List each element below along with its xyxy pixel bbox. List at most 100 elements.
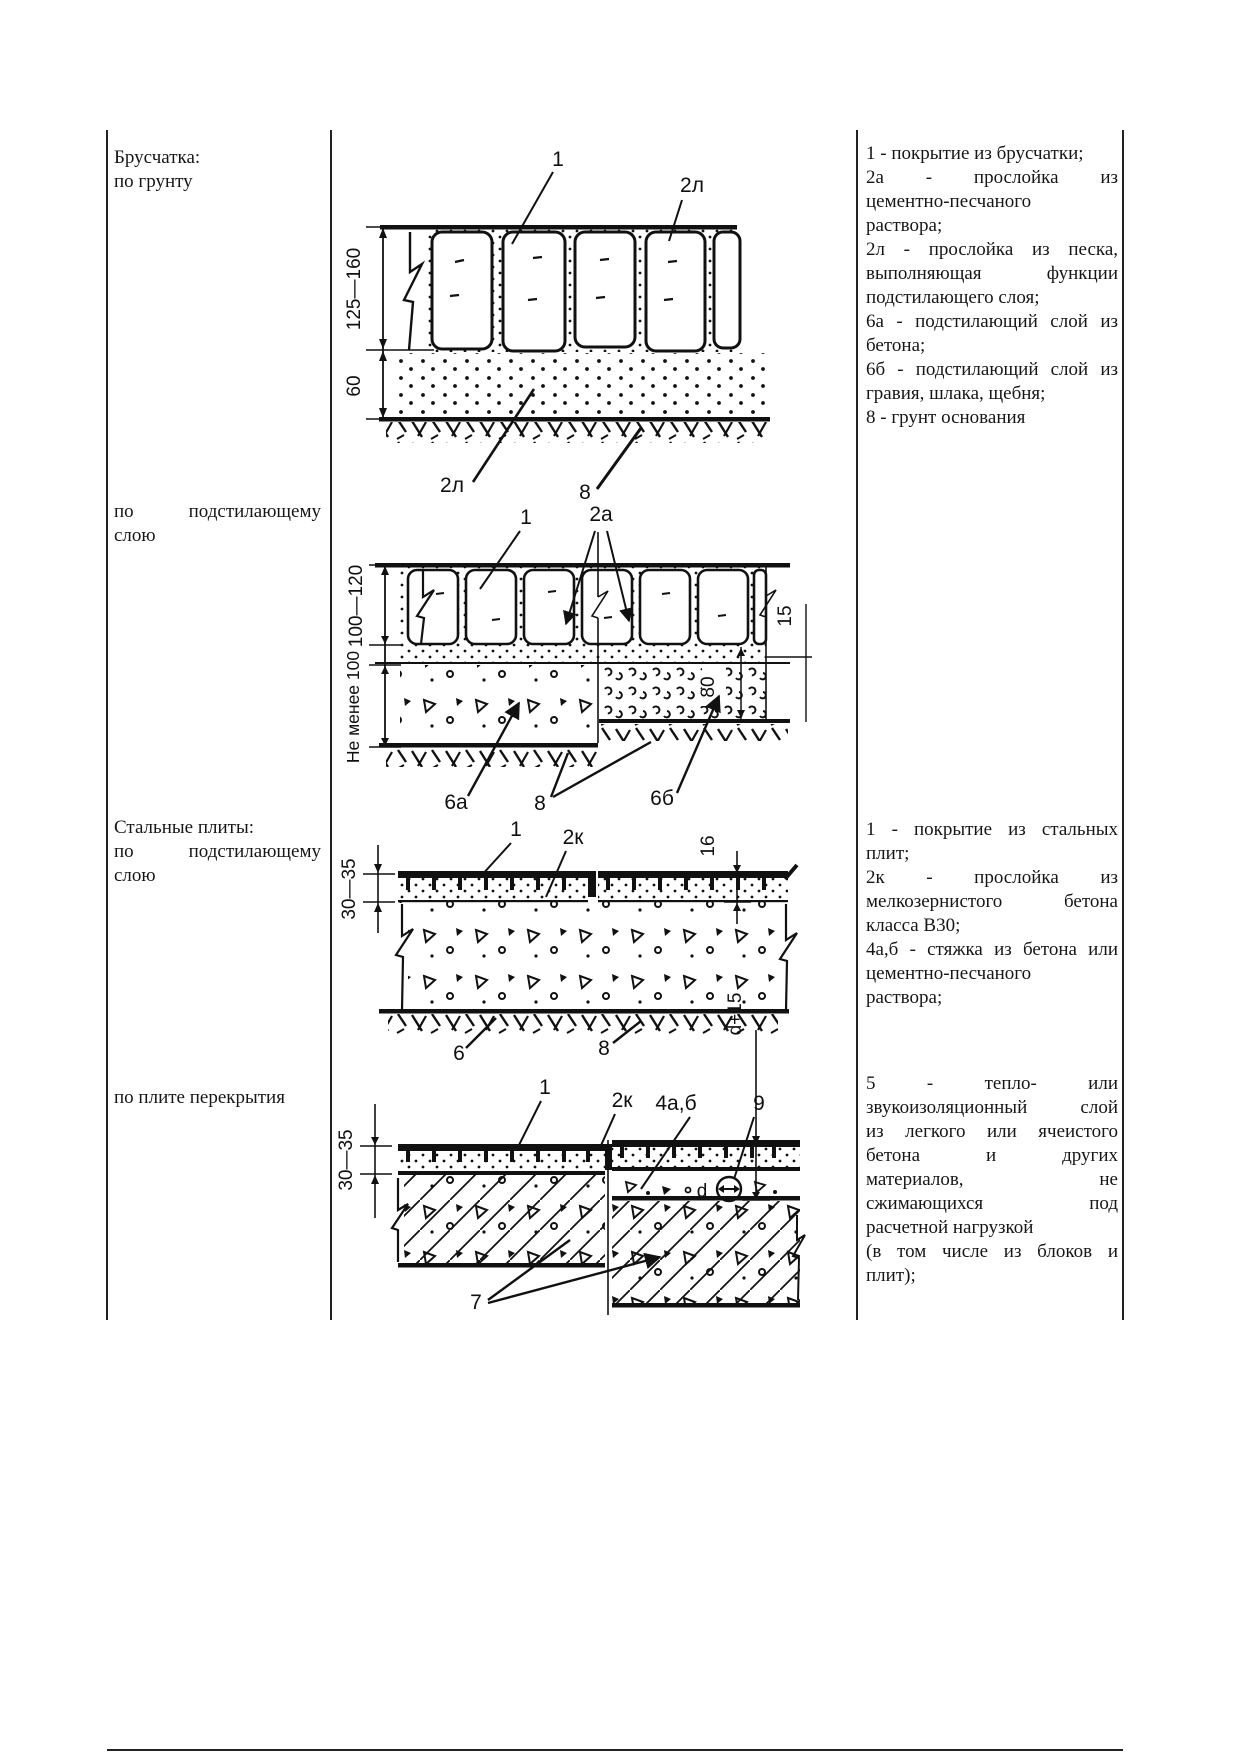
legend-line: подстилающего слоя; bbox=[866, 287, 1040, 308]
row-label-steel-plates: Стальные плиты: по подстилающему слою bbox=[114, 816, 321, 888]
legend-item: 6б - подстилающий слой из гравия, шлака,… bbox=[866, 358, 1118, 406]
layer-steel-plates bbox=[398, 1140, 800, 1175]
leader-lines bbox=[487, 1100, 755, 1305]
legend-line: плит; bbox=[866, 843, 910, 864]
drawing-steel-plates-on-slab: 30—35 d+15 bbox=[336, 993, 806, 1315]
legend-line: расчетной нагрузкой bbox=[866, 1217, 1034, 1238]
legend-line: 1 - покрытие из стальных bbox=[866, 819, 1118, 840]
legend-line: раствора; bbox=[866, 215, 943, 236]
legend-line: мелкозернистого бетона bbox=[866, 891, 1118, 912]
legend-item: 8 - грунт основания bbox=[866, 406, 1118, 430]
legend-line: 6б - подстилающий слой из bbox=[866, 359, 1118, 380]
callout-9: 9 bbox=[753, 1092, 765, 1115]
callout-2a: 2а bbox=[589, 503, 613, 526]
leader-lines bbox=[466, 530, 721, 799]
ground-hatch bbox=[386, 422, 768, 443]
layer-gravel-base bbox=[599, 665, 790, 741]
label-line: по подстилающему bbox=[114, 841, 321, 862]
dim-plates-label: 30—35 bbox=[336, 1129, 357, 1190]
callout-2k: 2к bbox=[612, 1089, 634, 1112]
leader-lines bbox=[471, 171, 683, 490]
label-line: по грунту bbox=[114, 171, 193, 192]
layer-concrete-base bbox=[379, 665, 599, 767]
callout-8: 8 bbox=[534, 792, 546, 815]
slab-right bbox=[612, 1201, 806, 1308]
layer-steel-plates bbox=[398, 863, 799, 903]
dimension-d15 bbox=[742, 1030, 770, 1201]
dim-blocks-label: 125—160 bbox=[344, 248, 365, 330]
legend-item: 2а - прослойка из цементно-песчаного рас… bbox=[866, 166, 1118, 238]
legend-line: 2к - прослойка из bbox=[866, 867, 1118, 888]
legend-line: гравия, шлака, щебня; bbox=[866, 383, 1046, 404]
dim-base-label: Не менее 100 bbox=[343, 651, 363, 763]
legend-line: класса В30; bbox=[866, 915, 961, 936]
legend-line: (в том числе из блоков и bbox=[866, 1241, 1118, 1262]
legend-item: 2л - прослойка из песка, выполняющая фун… bbox=[866, 238, 1118, 310]
legend-line: раствора; bbox=[866, 987, 943, 1008]
drawing-steel-plates-on-bedding: 30—35 bbox=[339, 818, 799, 1065]
legend-line: цементно-песчаного bbox=[866, 191, 1032, 212]
row-label-paving-bedding: по подстилающему слою bbox=[114, 500, 321, 548]
row-label-floor-slab: по плите перекрытия bbox=[114, 1086, 321, 1110]
dim-16-label: 16 bbox=[698, 835, 719, 856]
drawing-paving-on-ground: 125—160 60 bbox=[344, 148, 770, 504]
callout-1: 1 bbox=[520, 506, 532, 529]
legend-line: бетона и других bbox=[866, 1145, 1118, 1166]
label-line: по плите перекрытия bbox=[114, 1087, 285, 1108]
legend-line: звукоизоляционный слой bbox=[866, 1097, 1118, 1118]
dimension-left bbox=[363, 845, 395, 933]
legend-line: 1 - покрытие из брусчатки; bbox=[866, 143, 1084, 164]
legend-line: 2а - прослойка из bbox=[866, 167, 1118, 188]
callout-2l-bottom: 2л bbox=[440, 474, 464, 497]
slab-left bbox=[390, 1175, 605, 1268]
leader-lines bbox=[465, 842, 642, 1049]
dimension-left bbox=[369, 564, 401, 748]
layer-sand-bed bbox=[379, 353, 770, 422]
label-line: слою bbox=[114, 525, 156, 546]
label-line: слою bbox=[114, 865, 156, 886]
legend-line: материалов, не bbox=[866, 1169, 1118, 1190]
table-borders bbox=[106, 130, 1124, 1751]
dim-sand-label: 60 bbox=[344, 375, 365, 396]
legend-line: 6а - подстилающий слой из bbox=[866, 311, 1118, 332]
label-line: Стальные плиты: bbox=[114, 817, 254, 838]
legend-item: 2к - прослойка из мелкозернистого бетона… bbox=[866, 866, 1118, 938]
callout-6b: 6б bbox=[650, 787, 674, 810]
layer-paving-blocks bbox=[375, 563, 790, 664]
dim-80-label: 80 bbox=[698, 676, 719, 697]
section-line bbox=[590, 532, 609, 743]
legend-line: 4а,б - стяжка из бетона или bbox=[866, 939, 1118, 960]
label-line: Брусчатка: bbox=[114, 147, 201, 168]
legend-line: из легкого или ячеистого bbox=[866, 1121, 1118, 1142]
layer-concrete-base bbox=[379, 902, 798, 1034]
legend-line: плит); bbox=[866, 1265, 916, 1286]
legend-row4: 5 - тепло- или звукоизоляционный слой из… bbox=[866, 1072, 1118, 1288]
legend-line: сжимающихся под bbox=[866, 1193, 1118, 1214]
dimension-right bbox=[724, 851, 751, 924]
legend-item: 5 - тепло- или звукоизоляционный слой из… bbox=[866, 1072, 1118, 1288]
callout-8: 8 bbox=[598, 1037, 610, 1060]
legend-row1: 1 - покрытие из брусчатки; 2а - прослойк… bbox=[866, 142, 1118, 430]
callout-2k: 2к bbox=[563, 826, 585, 849]
legend-line: выполняющая функции bbox=[866, 263, 1118, 284]
callout-7: 7 bbox=[470, 1291, 482, 1314]
callout-2l-top: 2л bbox=[680, 174, 704, 197]
callout-6a: 6а bbox=[444, 791, 468, 814]
legend-line: бетона; bbox=[866, 335, 926, 356]
dim-15-label: 15 bbox=[775, 605, 796, 626]
dim-d15-label: d+15 bbox=[725, 993, 746, 1036]
dimension-left bbox=[360, 1104, 392, 1218]
legend-line: 5 - тепло- или bbox=[866, 1073, 1118, 1094]
legend-item: 4а,б - стяжка из бетона или цементно-пес… bbox=[866, 938, 1118, 1010]
dim-blocks-label: 100—120 bbox=[346, 565, 367, 647]
label-d: d bbox=[697, 1181, 708, 1202]
callout-6: 6 bbox=[453, 1042, 465, 1065]
legend-line: цементно-песчаного bbox=[866, 963, 1032, 984]
drawing-paving-on-bedding: 100—120 Не менее 100 bbox=[343, 503, 812, 815]
dim-plates-label: 30—35 bbox=[339, 858, 360, 919]
callout-1: 1 bbox=[552, 148, 564, 171]
callout-4ab: 4а,б bbox=[655, 1092, 696, 1115]
legend-item: 1 - покрытие из стальных плит; bbox=[866, 818, 1118, 866]
